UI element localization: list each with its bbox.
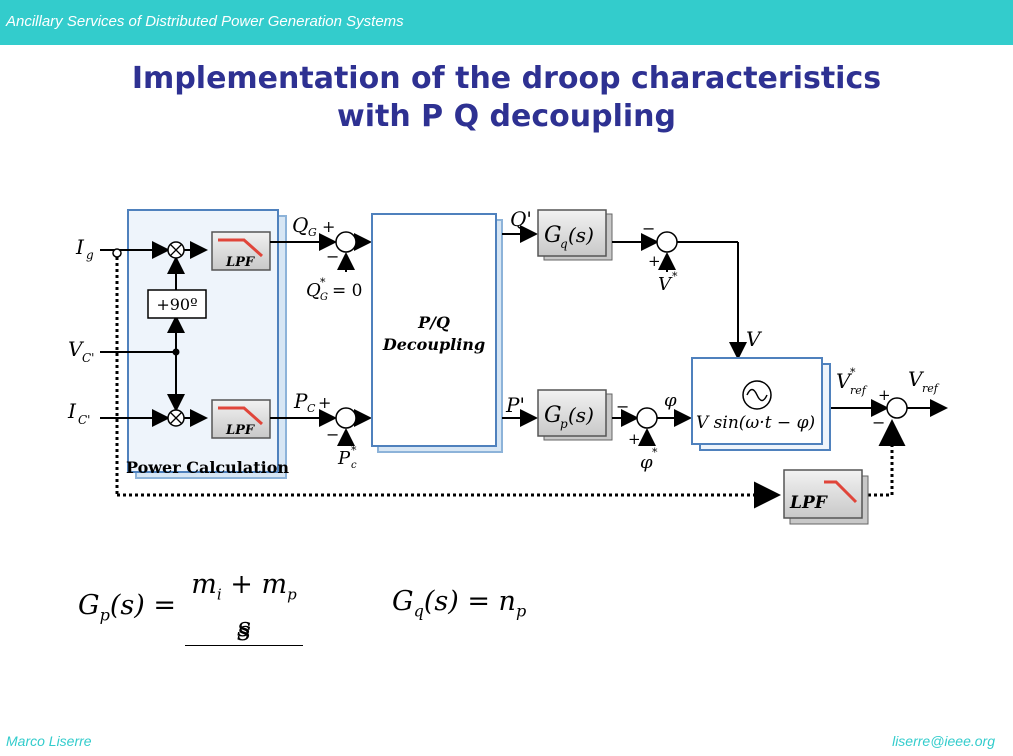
header-bar: Ancillary Services of Distributed Power … [0, 0, 1013, 45]
svg-text:*: * [652, 446, 658, 459]
svg-text:−: − [642, 219, 655, 238]
input-vc: V C' [68, 337, 94, 365]
slide-title: Implementation of the droop characterist… [0, 60, 1013, 136]
gp-formula-numerator: mi + mp s [185, 568, 303, 647]
svg-text:G: G [544, 403, 562, 428]
svg-text:−: − [326, 247, 339, 266]
multiplier-p [167, 409, 185, 427]
svg-text:−: − [616, 397, 629, 416]
gq-block: G q (s) [537, 209, 613, 261]
vref-label: V ref [908, 367, 940, 395]
svg-text:Q: Q [306, 280, 321, 301]
svg-text:C': C' [78, 413, 90, 427]
summer-q [335, 231, 357, 253]
pc-label: P C + − [293, 389, 339, 444]
footer-email: liserre@ieee.org [892, 733, 995, 749]
gp-formula-denominator: s [237, 616, 251, 647]
svg-text:−: − [326, 425, 339, 444]
droop-wires [612, 233, 948, 446]
input-ig: I g [75, 235, 94, 262]
multiplier-q [167, 241, 185, 259]
input-wires [100, 241, 208, 427]
svg-text:I: I [67, 399, 77, 423]
svg-text:LPF: LPF [225, 423, 255, 438]
svg-text:V: V [658, 274, 673, 295]
slide-title-line2: with P Q decoupling [337, 99, 676, 134]
power-calculation-label: Power Calculation [126, 458, 289, 477]
summer-phi [636, 407, 658, 429]
svg-text:+: + [878, 386, 891, 404]
svg-text:V: V [68, 337, 85, 361]
tap-point [112, 248, 122, 258]
feedback-paths [115, 257, 906, 509]
v-label: V [746, 327, 763, 351]
pc-ref-label: P * c [337, 444, 357, 471]
qg-ref-label: Q * G = 0 [306, 276, 362, 303]
junction-dot [172, 348, 180, 356]
summer-v [656, 231, 678, 253]
course-title: Ancillary Services of Distributed Power … [6, 13, 404, 30]
phi-star-label: φ * [640, 446, 658, 473]
slide-title-line1: Implementation of the droop characterist… [131, 61, 882, 96]
svg-text:V sin(ω·t − φ): V sin(ω·t − φ) [696, 413, 815, 433]
svg-text:+90º: +90º [156, 295, 197, 314]
svg-text:+: + [322, 217, 335, 236]
lpf-p-block: LPF [211, 399, 271, 439]
lpf-output-wires [270, 233, 372, 446]
gp-block: G p (s) [537, 389, 613, 441]
phase-shift-block: +90º [147, 289, 207, 319]
svg-text:*: * [351, 444, 357, 457]
svg-text:c: c [351, 460, 357, 471]
svg-text:(s): (s) [568, 223, 594, 247]
sine-generator-block: V sin(ω·t − φ) [691, 357, 831, 451]
q-prime-label: Q' [510, 207, 532, 231]
svg-text:ref: ref [922, 382, 940, 395]
svg-text:*: * [672, 270, 678, 283]
phi-label: φ [664, 390, 677, 411]
vref-star-label: V * ref [836, 366, 868, 397]
svg-text:p: p [560, 417, 568, 431]
p-prime-label: P' [505, 393, 525, 417]
svg-text:−: − [872, 413, 885, 432]
svg-text:C': C' [82, 351, 94, 365]
svg-text:C: C [307, 402, 316, 415]
svg-text:V: V [836, 369, 853, 393]
svg-text:I: I [75, 235, 85, 259]
svg-text:g: g [86, 248, 94, 262]
svg-text:LPF: LPF [225, 255, 255, 270]
svg-text:P: P [293, 389, 308, 413]
footer-author: Marco Liserre [6, 733, 92, 749]
lpf-q-block: LPF [211, 231, 271, 271]
pq-decoupling-block: P/Q Decoupling [371, 213, 503, 453]
svg-text:P: P [337, 448, 351, 469]
svg-text:φ: φ [640, 452, 653, 473]
svg-text:Decoupling: Decoupling [382, 335, 485, 354]
svg-text:*: * [320, 276, 326, 289]
svg-text:LPF: LPF [789, 493, 829, 513]
svg-text:G: G [544, 223, 562, 248]
svg-text:= 0: = 0 [332, 281, 362, 301]
input-ic: I C' [67, 399, 90, 427]
decoupling-output-wires [502, 225, 538, 427]
svg-text:Q: Q [292, 213, 308, 237]
svg-text:G: G [308, 226, 317, 239]
droop-diagram: Power Calculation I g V C' I C' +90º [67, 207, 948, 525]
svg-text:+: + [628, 430, 641, 448]
svg-text:q: q [560, 237, 568, 251]
svg-text:P/Q: P/Q [417, 313, 450, 332]
svg-text:+: + [648, 252, 661, 270]
svg-text:V: V [908, 367, 925, 391]
summer-p [335, 407, 357, 429]
svg-text:+: + [318, 393, 331, 412]
svg-text:(s): (s) [568, 403, 594, 427]
lpf-feedback-block: LPF [783, 469, 869, 525]
gq-formula: Gq(s) = np [392, 586, 527, 621]
svg-text:ref: ref [850, 384, 868, 397]
v-star-label: V * [658, 270, 678, 295]
svg-text:*: * [850, 366, 856, 379]
svg-text:G: G [320, 292, 328, 303]
gp-formula-lhs: Gp(s) = [78, 590, 176, 625]
summer-vref [886, 397, 908, 419]
qg-label: Q G + − [292, 213, 339, 266]
